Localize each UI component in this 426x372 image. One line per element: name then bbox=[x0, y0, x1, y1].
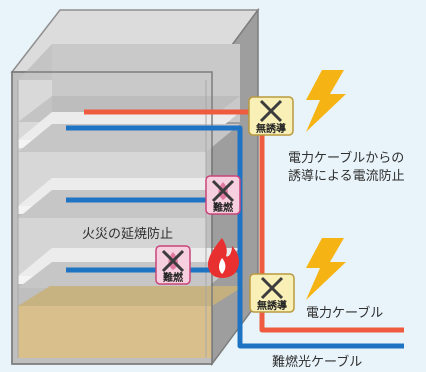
non-induction-badge-bottom: 無誘導 bbox=[249, 273, 295, 313]
non-induction-badge-top: 無誘導 bbox=[248, 96, 294, 136]
non-induction-label-bottom: 無誘導 bbox=[257, 299, 287, 312]
flame-retardant-badge-upper: 難燃 bbox=[205, 175, 241, 215]
fire-icon bbox=[207, 238, 239, 278]
power-cable-line bbox=[84, 109, 404, 333]
lightning-icon-bottom bbox=[306, 238, 346, 300]
flame-retardant-label-lower: 難燃 bbox=[162, 271, 184, 284]
lightning-icon-top bbox=[306, 70, 346, 132]
power-cable-label: 電力ケーブル bbox=[306, 306, 384, 321]
flame-retardant-label-upper: 難燃 bbox=[212, 201, 234, 214]
fire-retardant-optical-cable-label: 難燃光ケーブル bbox=[272, 355, 363, 370]
induction-prevention-label-1: 電力ケーブルからの bbox=[288, 151, 405, 166]
fire-spread-prevention-label: 火災の延焼防止 bbox=[82, 227, 174, 242]
flame-retardant-badge-lower: 難燃 bbox=[155, 245, 191, 285]
ground-floor bbox=[18, 262, 244, 358]
induction-prevention-label-2: 誘導による電流防止 bbox=[288, 169, 405, 184]
non-induction-label-top: 無誘導 bbox=[256, 122, 286, 135]
